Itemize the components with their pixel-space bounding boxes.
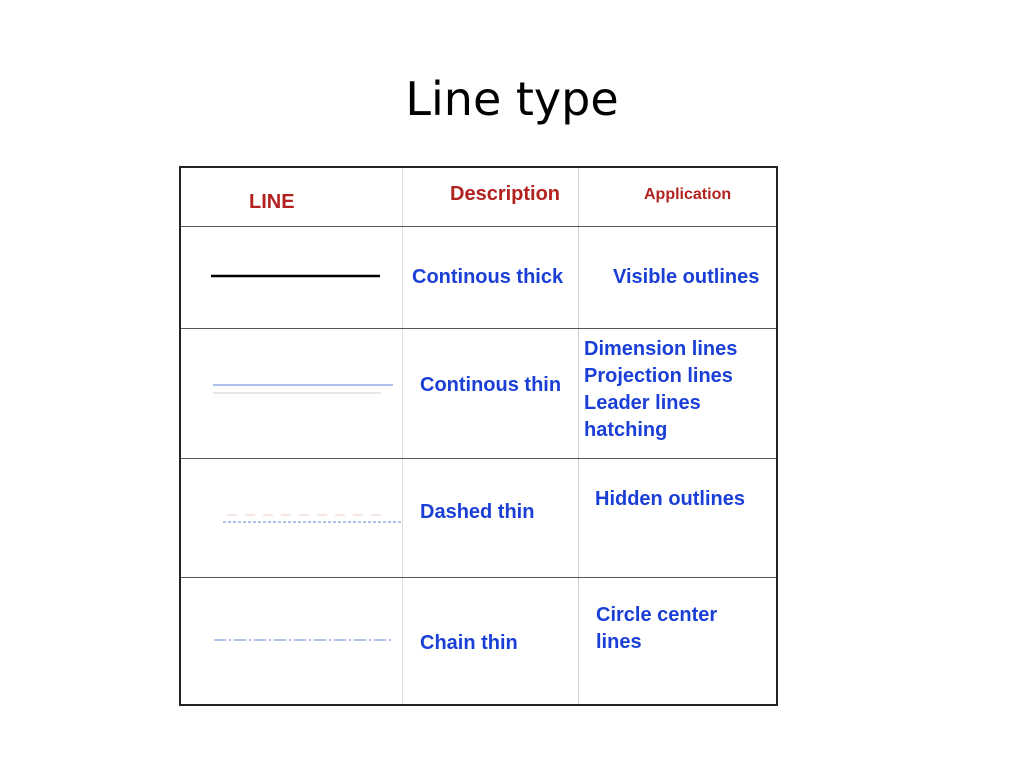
application-text: Projection lines <box>584 365 733 387</box>
header-cell-application: Application <box>579 168 776 226</box>
application-text: hatching <box>584 419 668 441</box>
application-text: Hidden outlines <box>595 488 745 510</box>
table-row: Continous thin Dimension lines Projectio… <box>181 329 776 459</box>
table-row: Dashed thin Hidden outlines <box>181 459 776 578</box>
table-row: Chain thin Circle center lines <box>181 578 776 704</box>
header-application: Application <box>644 186 732 203</box>
description-text: Dashed thin <box>420 501 535 523</box>
description-cell: Chain thin <box>403 578 579 704</box>
continuous-thick-line <box>211 274 380 278</box>
header-line: LINE <box>249 191 295 213</box>
line-sample-cell <box>181 329 403 458</box>
continuous-thin-line <box>213 384 393 394</box>
table-header-row: LINE Description Application <box>181 168 776 227</box>
line-sample-cell <box>181 227 403 328</box>
slide-title: Line type <box>405 72 619 126</box>
application-cell: Circle center lines <box>579 578 776 704</box>
application-cell: Dimension lines Projection lines Leader … <box>579 329 776 458</box>
application-text: Dimension lines <box>584 338 738 360</box>
description-cell: Continous thick <box>403 227 579 328</box>
table-row: Continous thick Visible outlines <box>181 227 776 329</box>
application-text: Visible outlines <box>613 266 760 288</box>
line-sample-cell <box>181 459 403 577</box>
dashed-thin-line <box>223 514 401 523</box>
description-text: Chain thin <box>420 632 518 654</box>
chain-thin-line <box>214 639 393 641</box>
application-cell: Visible outlines <box>579 227 776 328</box>
line-sample-cell <box>181 578 403 704</box>
description-text: Continous thin <box>420 374 562 396</box>
header-cell-line: LINE <box>181 168 403 226</box>
application-cell: Hidden outlines <box>579 459 776 577</box>
application-text: lines <box>596 631 642 653</box>
description-cell: Continous thin <box>403 329 579 458</box>
application-text: Leader lines <box>584 392 701 414</box>
application-text: Circle center <box>596 604 718 626</box>
description-text: Continous thick <box>412 266 564 288</box>
line-type-table: LINE Description Application Continous t… <box>179 166 778 706</box>
description-cell: Dashed thin <box>403 459 579 577</box>
header-description: Description <box>450 183 561 205</box>
header-cell-description: Description <box>403 168 579 226</box>
